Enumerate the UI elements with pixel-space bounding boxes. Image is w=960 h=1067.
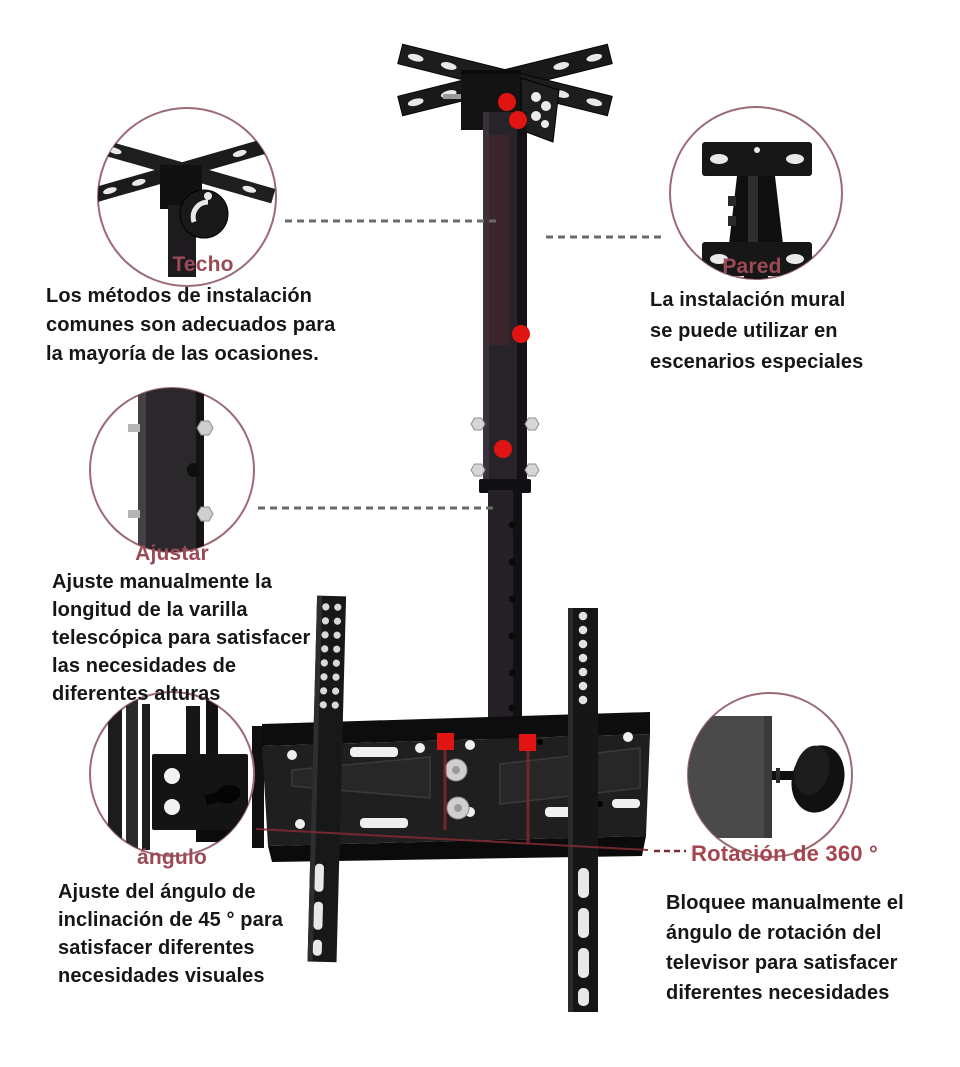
text-line: escenarios especiales bbox=[650, 351, 864, 373]
pole-lock-screws bbox=[470, 417, 540, 477]
angulo-label: ángulo bbox=[136, 846, 208, 869]
techo-label: Techo bbox=[172, 253, 234, 276]
text-line: longitud de la varilla bbox=[52, 599, 248, 621]
text-line: Los métodos de instalación bbox=[46, 285, 312, 307]
pared-callout bbox=[669, 106, 843, 280]
text-line: se puede utilizar en bbox=[650, 320, 838, 342]
rotacion-description: Bloquee manualmente el ángulo de rotació… bbox=[666, 888, 904, 1008]
angulo-description: Ajuste del ángulo de inclinación de 45 °… bbox=[58, 878, 283, 990]
ceiling-mount-product bbox=[252, 43, 650, 1012]
text-line: televisor para satisfacer bbox=[666, 952, 898, 974]
text-line: las necesidades de bbox=[52, 655, 237, 677]
angulo-callout bbox=[89, 691, 255, 857]
ajustar-label: Ajustar bbox=[135, 542, 209, 565]
text-line: ángulo de rotación del bbox=[666, 922, 882, 944]
rotacion-label: Rotación de 360 ° bbox=[691, 841, 879, 866]
text-line: La instalación mural bbox=[650, 289, 846, 311]
connector-lines bbox=[255, 219, 686, 853]
rotacion-callout bbox=[687, 692, 853, 858]
text-line: satisfacer diferentes bbox=[58, 937, 255, 959]
telescopic-pole bbox=[470, 112, 540, 746]
text-line: inclinación de 45 ° para bbox=[58, 909, 283, 931]
text-line: necesidades visuales bbox=[58, 965, 265, 987]
bracket-holes bbox=[287, 732, 640, 829]
text-line: diferentes necesidades bbox=[666, 982, 890, 1004]
text-line: la mayoría de las ocasiones. bbox=[46, 343, 319, 365]
text-line: Ajuste manualmente la bbox=[52, 571, 272, 593]
techo-description: Los métodos de instalación comunes son a… bbox=[46, 282, 335, 369]
ajustar-callout bbox=[89, 387, 255, 553]
pared-description: La instalación mural se puede utilizar e… bbox=[650, 285, 863, 378]
tv-rail-left bbox=[307, 595, 347, 963]
text-line: telescópica para satisfacer bbox=[52, 627, 311, 649]
red-markers bbox=[437, 93, 536, 751]
tv-rail-right bbox=[568, 608, 598, 1012]
text-line: Bloquee manualmente el bbox=[666, 892, 904, 914]
pared-label: Pared bbox=[722, 255, 782, 278]
ajustar-description: Ajuste manualmente la longitud de la var… bbox=[52, 568, 310, 708]
text-line: diferentes alturas bbox=[52, 683, 221, 705]
techo-callout bbox=[97, 107, 277, 287]
text-line: Ajuste del ángulo de bbox=[58, 881, 256, 903]
text-line: comunes son adecuados para bbox=[46, 314, 336, 336]
